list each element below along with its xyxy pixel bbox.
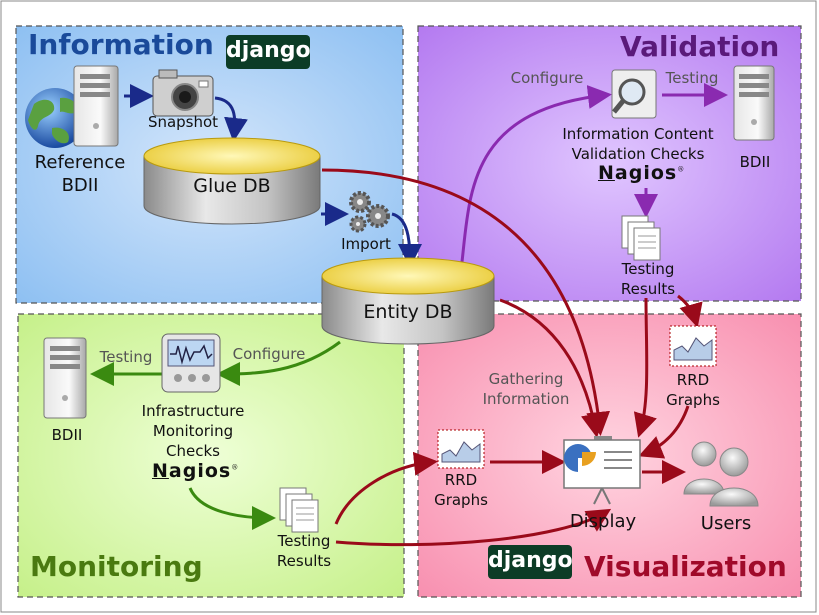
- nagios-logo: Nagios®: [152, 460, 239, 482]
- camera-icon: [152, 69, 214, 117]
- monitoring-title: Monitoring: [30, 550, 203, 583]
- graph-icon: [437, 429, 485, 469]
- validation-bdii-label: BDII: [739, 153, 771, 171]
- monitoring-checks-label-line1: Infrastructure: [141, 402, 245, 420]
- validation-checks-label-line1: Information Content: [562, 125, 714, 143]
- rrd-left-label-line1: RRD: [444, 471, 478, 489]
- arrow-valresults-to-rrd: [677, 294, 703, 328]
- import-label: Import: [341, 235, 391, 253]
- django-logo: django: [488, 545, 573, 579]
- gears-icon: [349, 191, 390, 233]
- nagios-logo-rest: agios: [168, 460, 232, 482]
- arrow-monitor-to-results: [188, 487, 276, 530]
- validation-configure-label: Configure: [510, 69, 584, 87]
- nagios-logo-mark: ®: [677, 165, 686, 174]
- entity-db-cylinder: [321, 257, 495, 345]
- reference-bdii-label-line1: Reference: [34, 152, 126, 173]
- arrow-entitydb-configure-monitoring: [216, 340, 341, 386]
- server-icon: [733, 65, 775, 141]
- nagios-logo: Nagios®: [598, 162, 685, 184]
- presentation-board-icon: [563, 436, 641, 505]
- arrow-gluedb-to-display: [321, 168, 611, 436]
- nagios-logo-rest: agios: [614, 162, 678, 184]
- rrd-right-label-line2: Graphs: [666, 391, 720, 409]
- validation-results-label-line2: Results: [620, 280, 676, 298]
- rrd-left-label-line2: Graphs: [434, 491, 488, 509]
- snapshot-label: Snapshot: [147, 113, 219, 131]
- arrow-entitydb-to-display: [499, 298, 605, 438]
- magnifier-icon: [611, 69, 657, 119]
- nagios-logo-first: N: [598, 162, 615, 184]
- arrow-rrd-right-to-display: [638, 405, 690, 459]
- arrow-entitydb-configure-validation: [460, 85, 612, 263]
- nagios-logo-mark: ®: [231, 463, 240, 472]
- validation-results-label-line1: Testing: [621, 260, 675, 278]
- django-logo: django: [226, 35, 311, 69]
- arrow-valresults-to-display: [633, 297, 657, 438]
- arrow-import-to-entitydb: [391, 212, 422, 268]
- users-icon: [683, 441, 759, 507]
- monitoring-checks-label-line2: Monitoring: [152, 422, 234, 440]
- documents-icon: [279, 487, 319, 533]
- glue-db-label: Glue DB: [193, 175, 271, 197]
- rrd-right-label-line1: RRD: [676, 371, 710, 389]
- validation-title: Validation: [620, 30, 780, 63]
- monitoring-bdii-label: BDII: [51, 426, 83, 444]
- validation-checks-label-line2: Validation Checks: [571, 145, 705, 163]
- server-icon: [43, 337, 87, 419]
- server-icon: [73, 65, 119, 147]
- arrow-monresults-to-rrd-left: [334, 451, 438, 525]
- monitoring-results-label-line2: Results: [276, 552, 332, 570]
- nagios-logo-first: N: [152, 460, 169, 482]
- information-title: Information: [28, 28, 214, 61]
- globe-icon: [25, 88, 85, 148]
- arrow-snapshot-to-gluedb: [214, 96, 248, 142]
- reference-bdii-label-line2: BDII: [61, 175, 99, 196]
- visualization-title: Visualization: [584, 550, 787, 583]
- validation-testing-label: Testing: [665, 69, 719, 87]
- graph-icon: [669, 325, 717, 367]
- monitor-device-icon: [161, 333, 221, 393]
- gathering-label-line1: Gathering: [488, 370, 564, 388]
- documents-icon: [621, 215, 661, 261]
- monitoring-configure-label: Configure: [232, 345, 306, 363]
- glue-db-cylinder: [143, 137, 321, 225]
- monitoring-testing-label: Testing: [99, 348, 153, 366]
- monitoring-checks-label-line3: Checks: [166, 442, 220, 460]
- arrow-monresults-to-display: [335, 508, 612, 547]
- gathering-label-line2: Information: [482, 390, 570, 408]
- users-label: Users: [700, 513, 752, 534]
- monitoring-results-label-line1: Testing: [277, 532, 331, 550]
- display-label: Display: [569, 511, 637, 532]
- entity-db-label: Entity DB: [363, 301, 453, 323]
